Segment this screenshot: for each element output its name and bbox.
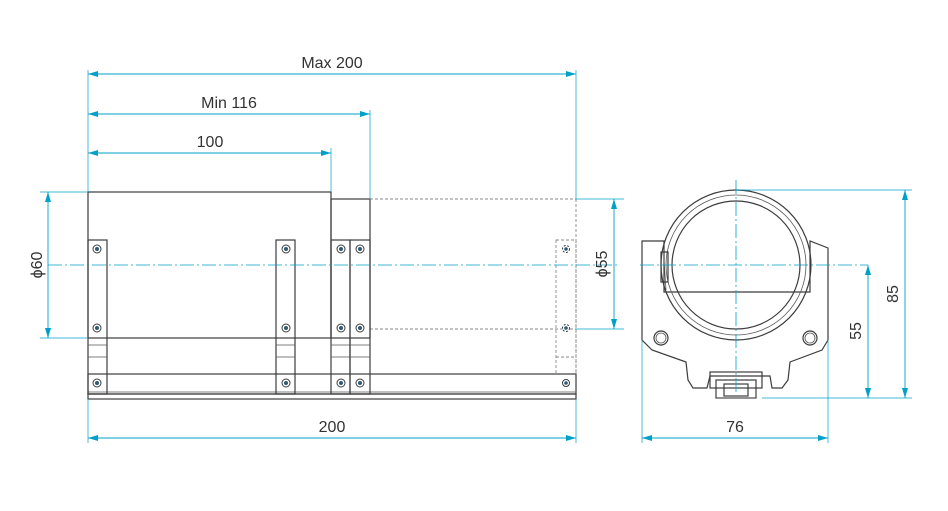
bolts-side <box>92 244 570 388</box>
bolt-icon <box>92 244 102 254</box>
bolt-icon <box>281 244 291 254</box>
dim-max-length: Max 200 <box>301 55 362 72</box>
mount-hole-icon <box>802 330 818 346</box>
bolt-icon <box>562 324 570 332</box>
bolt-icon <box>281 323 291 333</box>
rail-base <box>87 373 577 400</box>
dim-min-length: Min 116 <box>201 95 257 112</box>
mount-hole-icon <box>653 330 669 346</box>
bolt-icon <box>336 244 346 254</box>
bolt-icon <box>355 323 365 333</box>
clamp-bracket-3 <box>330 239 351 395</box>
end-view <box>640 180 868 399</box>
side-dimensions: Max 200 Min 116 100 200 ϕ60 ϕ55 <box>29 55 624 443</box>
bolt-icon <box>562 379 570 387</box>
clamp-bracket-2 <box>275 239 296 395</box>
dim-outer-diameter: ϕ60 <box>29 252 46 279</box>
bolt-icon <box>336 323 346 333</box>
bolt-icon <box>562 245 570 253</box>
dim-height-total: 85 <box>885 285 902 303</box>
side-view <box>48 191 620 400</box>
bolt-icon <box>92 323 102 333</box>
clamp-bracket-4 <box>349 239 371 395</box>
bolt-icon <box>336 378 346 388</box>
tube-extended-hidden <box>370 198 577 375</box>
bolt-icon <box>281 378 291 388</box>
dim-inner-diameter: ϕ55 <box>594 251 611 278</box>
end-dimensions: 76 85 55 <box>641 189 912 443</box>
bolt-icon <box>355 378 365 388</box>
bolt-icon <box>92 378 102 388</box>
dim-height-axis: 55 <box>848 322 865 340</box>
dim-section-length: 100 <box>197 134 224 151</box>
dim-base-length: 200 <box>319 419 346 436</box>
dim-base-width: 76 <box>726 419 744 436</box>
bolt-icon <box>355 244 365 254</box>
clamp-bracket-1 <box>87 239 108 395</box>
